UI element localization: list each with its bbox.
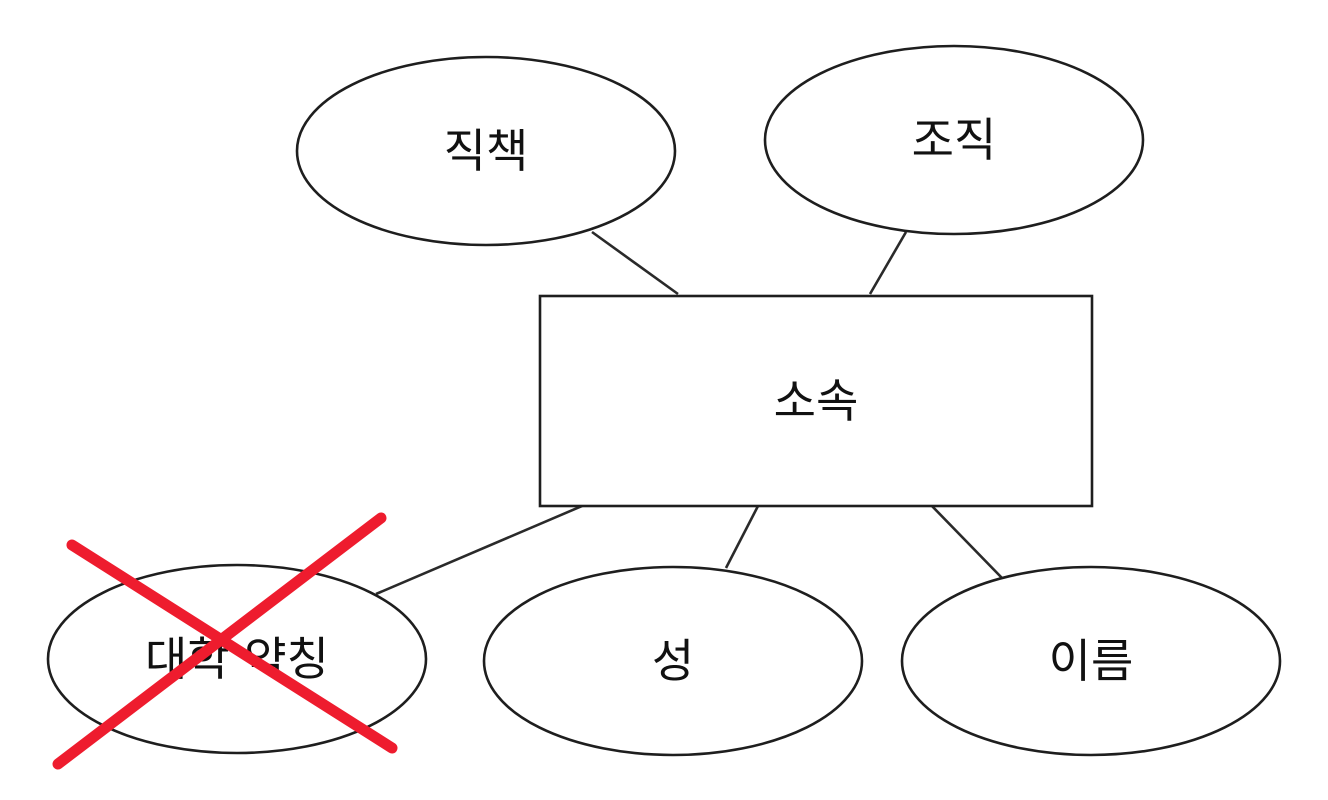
attribute-jojik[interactable]: 조직 [763,44,1145,236]
attribute-jikchaek-label: 직책 [444,124,529,178]
strike-out-x-mark [52,512,398,770]
connector-jikchaek [591,230,679,296]
connector-jojik [868,231,908,295]
attribute-jikchaek-ellipse [295,55,677,247]
strike-out-stroke-2 [52,512,387,770]
attribute-surname-label: 성 [652,634,694,688]
attribute-surname[interactable]: 성 [482,565,864,757]
entity-soseok[interactable]: 소속 [538,294,1094,508]
entity-soseok-box [538,294,1094,508]
connector-university-abbr [375,504,583,596]
attribute-given-name-ellipse [900,565,1282,757]
attribute-jojik-label: 조직 [912,113,997,167]
attribute-given-name-label: 이름 [1049,634,1134,688]
connector-surname [724,505,760,569]
entity-soseok-label: 소속 [774,374,859,428]
attribute-surname-ellipse [482,565,864,757]
attribute-jikchaek[interactable]: 직책 [295,55,677,247]
attribute-jojik-ellipse [763,44,1145,236]
attribute-given-name[interactable]: 이름 [900,565,1282,757]
connector-given-name [929,503,1003,579]
strike-out-stroke-1 [66,539,398,754]
